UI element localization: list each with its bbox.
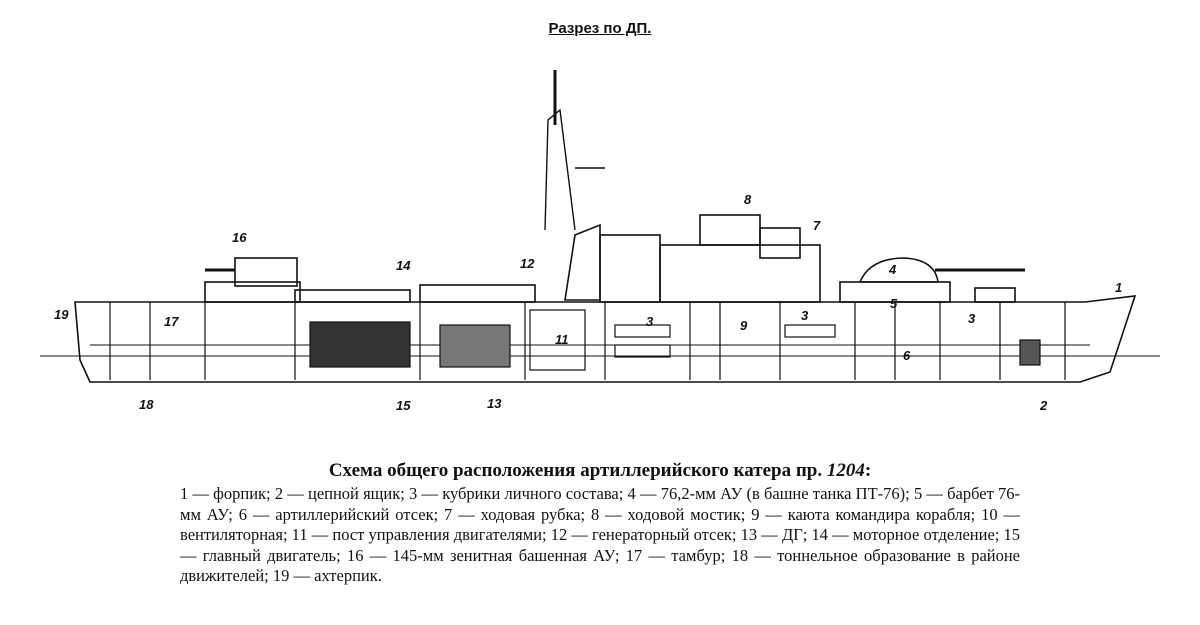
- caption-title-suffix: :: [864, 460, 872, 481]
- callout-18: 18: [139, 397, 154, 412]
- project-number: 1204: [826, 460, 865, 481]
- callout-14: 14: [396, 258, 411, 273]
- callout-3c: 3: [968, 311, 976, 326]
- superstructure: [204, 70, 1025, 303]
- caption-title: Схема общего расположения артиллерийског…: [180, 460, 1020, 482]
- callout-6: 6: [903, 348, 911, 363]
- callout-7: 7: [813, 218, 821, 233]
- callout-labels: 1 2 3 3 3 4 5 6 7 8 9 11 12 13 14 15 16 …: [54, 192, 1122, 413]
- callout-13: 13: [487, 396, 502, 411]
- callout-16: 16: [232, 230, 247, 245]
- callout-17: 17: [164, 314, 179, 329]
- callout-4: 4: [888, 262, 897, 277]
- hull: [40, 295, 1160, 383]
- callout-19: 19: [54, 307, 69, 322]
- ship-section-drawing: 1 2 3 3 3 4 5 6 7 8 9 11 12 13 14 15 16 …: [40, 70, 1160, 413]
- callout-1: 1: [1115, 280, 1122, 295]
- callout-12: 12: [520, 256, 535, 271]
- callout-3a: 3: [646, 314, 654, 329]
- section-title: Разрез по ДП.: [548, 20, 652, 37]
- compartments: [109, 302, 1066, 380]
- callout-8: 8: [744, 192, 752, 207]
- callout-11: 11: [555, 332, 569, 347]
- caption-title-text: Схема общего расположения артиллерийског…: [328, 460, 823, 481]
- callout-3b: 3: [801, 308, 809, 323]
- caption-legend: 1 — форпик; 2 — цепной ящик; 3 — кубрики…: [180, 484, 1020, 585]
- figure-caption: Схема общего расположения артиллерийског…: [180, 460, 1020, 587]
- callout-15: 15: [396, 398, 411, 413]
- callout-5: 5: [890, 296, 898, 311]
- callout-9: 9: [740, 318, 748, 333]
- callout-2: 2: [1039, 398, 1048, 413]
